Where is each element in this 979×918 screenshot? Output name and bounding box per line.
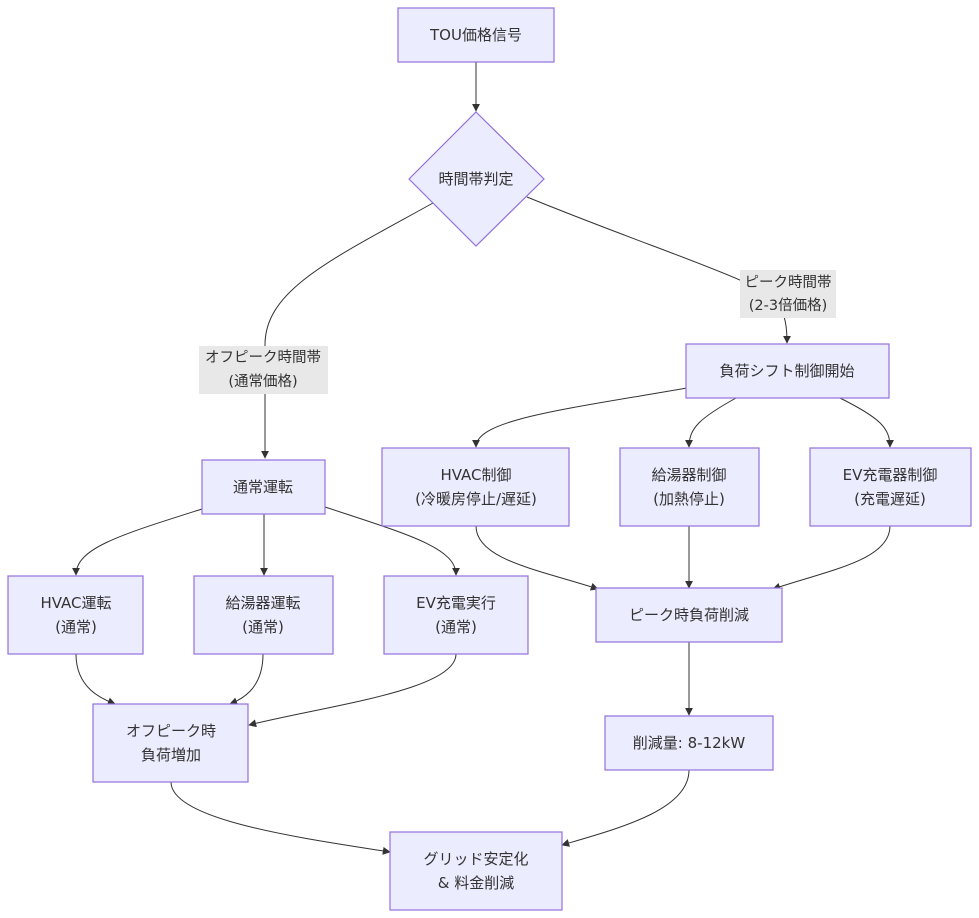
edge-judge-to-offpeak: [261, 202, 434, 459]
edge-reduction-to-grid: [561, 769, 690, 847]
edge-label-offpeak-line2: (通常価格): [228, 373, 297, 390]
node-peak-load-reduction-label: ピーク時負荷削減: [629, 606, 749, 624]
node-water-heater-run-line1: 給湯器運転: [225, 594, 300, 612]
node-tou-price-signal-label: TOU価格信号: [429, 26, 522, 44]
node-time-judge-label: 時間帯判定: [438, 170, 513, 188]
node-hvac-run-line1: HVAC運転: [40, 594, 111, 612]
edge-normal-to-hvac-run: [72, 508, 203, 576]
node-grid-stabilization-line1: グリッド安定化: [423, 850, 528, 868]
node-tou-price-signal[interactable]: TOU価格信号: [397, 7, 555, 63]
edge-water-run-to-offpeak-inc: [229, 653, 264, 706]
node-hvac-run[interactable]: HVAC運転 (通常): [7, 575, 144, 655]
node-normal-operation-label: 通常運転: [233, 478, 293, 496]
node-time-judge-decision[interactable]: 時間帯判定: [408, 111, 545, 247]
edge-shift-to-ev: [839, 397, 894, 448]
node-hvac-run-line2: (通常): [55, 618, 97, 636]
node-offpeak-load-increase-line1: オフピーク時: [126, 722, 216, 740]
node-ev-charge-run[interactable]: EV充電実行 (通常): [383, 575, 529, 655]
edge-shift-to-hvac: [472, 387, 688, 448]
edge-label-offpeak-line1: オフピーク時間帯: [205, 349, 321, 366]
edge-normal-to-ev-run: [324, 506, 460, 576]
node-water-heater-control[interactable]: 給湯器制御 (加熱停止): [619, 447, 760, 527]
node-peak-load-reduction[interactable]: ピーク時負荷削減: [595, 587, 783, 643]
node-ev-charger-control-line1: EV充電器制御: [843, 466, 938, 484]
node-load-shift-start-label: 負荷シフト制御開始: [719, 362, 854, 380]
node-water-heater-run[interactable]: 給湯器運転 (通常): [193, 575, 334, 655]
node-offpeak-load-increase-line2: 負荷増加: [141, 746, 201, 764]
node-hvac-control[interactable]: HVAC制御 (冷暖房停止/遅延): [381, 447, 570, 527]
node-ev-charger-control-line2: (充電遅延): [854, 490, 926, 508]
node-hvac-control-line2: (冷暖房停止/遅延): [415, 490, 537, 508]
node-reduction-amount-label: 削減量: 8-12kW: [633, 734, 746, 752]
node-offpeak-load-increase[interactable]: オフピーク時 負荷増加: [92, 703, 249, 783]
node-ev-charge-run-line2: (通常): [435, 618, 477, 636]
node-water-heater-run-line2: (通常): [242, 618, 284, 636]
edge-shift-to-water: [685, 397, 737, 448]
edges: [72, 62, 894, 855]
edge-ev-run-to-offpeak-inc: [248, 653, 457, 728]
edge-label-peak-line1: ピーク時間帯: [745, 274, 832, 291]
edge-label-peak: ピーク時間帯 (2-3倍価格): [740, 270, 836, 318]
node-water-heater-control-line2: (加熱停止): [653, 490, 725, 508]
node-normal-operation[interactable]: 通常運転: [201, 459, 326, 515]
node-water-heater-control-line1: 給湯器制御: [651, 466, 726, 484]
node-load-shift-start[interactable]: 負荷シフト制御開始: [685, 343, 890, 399]
node-ev-charge-run-line1: EV充電実行: [416, 594, 496, 612]
edge-ev-ctrl-to-peak-cut: [772, 525, 891, 591]
node-grid-stabilization[interactable]: グリッド安定化 & 料金削減: [389, 831, 563, 911]
edge-label-offpeak: オフピーク時間帯 (通常価格): [199, 346, 328, 394]
node-ev-charger-control[interactable]: EV充電器制御 (充電遅延): [809, 447, 972, 527]
edge-hvac-ctrl-to-peak-cut: [475, 525, 599, 591]
edge-label-peak-line2: (2-3倍価格): [749, 297, 828, 314]
node-reduction-amount[interactable]: 削減量: 8-12kW: [604, 715, 774, 771]
edge-offpeak-inc-to-grid: [170, 781, 391, 855]
node-hvac-control-line1: HVAC制御: [440, 466, 511, 484]
edge-hvac-run-to-offpeak-inc: [75, 653, 116, 706]
node-grid-stabilization-line2: & 料金削減: [438, 874, 514, 892]
